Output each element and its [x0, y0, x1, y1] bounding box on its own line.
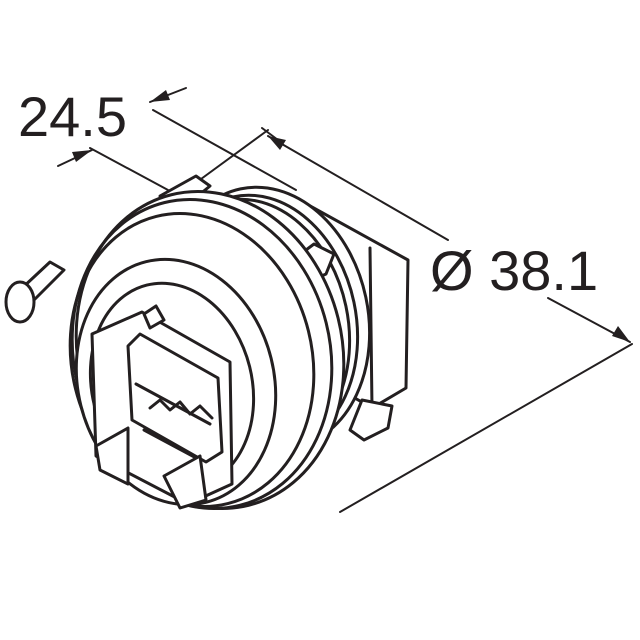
jack-latch-line	[134, 382, 212, 426]
diameter-extension-line-bottom	[339, 343, 633, 513]
jack-contacts	[148, 398, 214, 420]
flange-ring-3	[68, 211, 316, 509]
diameter-arrowhead-bottom	[612, 326, 630, 342]
jack-top-notch	[142, 304, 166, 330]
side-knob	[4, 260, 66, 324]
jack-base-line	[142, 428, 202, 462]
diameter-leader-upper	[267, 135, 449, 241]
diameter-dimension: Ø 38.1	[185, 127, 633, 513]
depth-arrowhead-front	[72, 150, 92, 162]
nut-tab-lower	[348, 398, 394, 442]
diameter-label: Ø 38.1	[430, 239, 598, 302]
jack-left-block	[94, 426, 130, 486]
depth-extension-line-front	[89, 147, 169, 191]
depth-dimension: 24.5	[18, 85, 297, 191]
rj45-jack	[90, 304, 234, 510]
knob-cap	[4, 280, 36, 324]
jack-opening	[126, 332, 224, 464]
jack-right-block	[162, 454, 208, 510]
depth-label: 24.5	[18, 85, 127, 148]
depth-arrowhead-rear	[150, 90, 170, 102]
depth-extension-line-rear	[152, 109, 297, 191]
diameter-arrowhead-top	[268, 136, 286, 150]
